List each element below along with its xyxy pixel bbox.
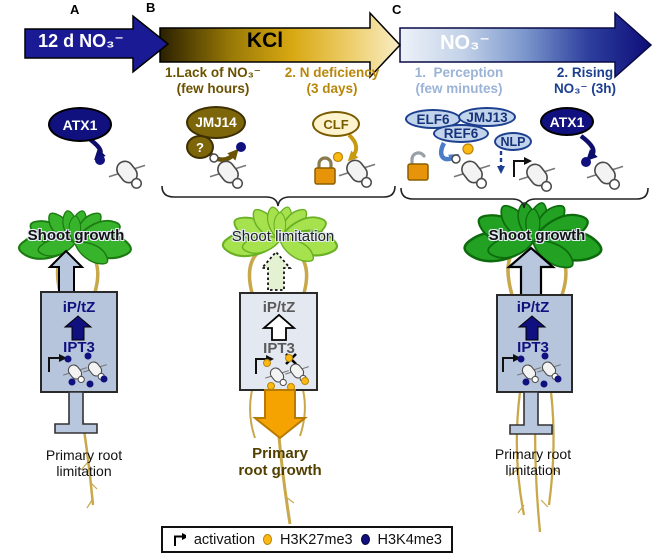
protein-atx1-c: ATX1: [540, 107, 594, 136]
timeline-label-no3: NO₃⁻: [440, 32, 490, 54]
phase-b1-line1: 1.Lack of NO₃⁻: [165, 65, 261, 80]
root-limitation-tbar-c: [509, 391, 553, 435]
root-c-line2: limitation: [505, 462, 561, 478]
shoot-limitation-dotted-arrow-b: [260, 250, 292, 291]
phase-b2-heading: 2. N deficiency (3 days): [273, 65, 391, 97]
phase-b2-line1: 2. N deficiency: [284, 65, 380, 80]
root-limitation-label-a: Primary root limitation: [28, 447, 140, 479]
root-b-line1: Primary: [252, 445, 308, 462]
root-a-line2: limitation: [56, 463, 112, 479]
root-c-line1: Primary root: [494, 446, 572, 462]
shoot-growth-label-c: Shoot growth: [488, 227, 586, 244]
legend: activation H3K27me3 H3K4me3: [161, 526, 453, 553]
shoot-growth-arrow-a: [47, 249, 85, 296]
gene-label-b: IPT3: [263, 340, 295, 357]
gene-label-c: IPT3: [517, 339, 549, 356]
shoot-growth-arrow-c: [506, 246, 556, 299]
panel-label-b: B: [146, 0, 156, 15]
protein-jmj14: JMJ14: [186, 106, 246, 139]
ref6-removes-h3k27me3: [407, 141, 491, 189]
timeline-label-12d-no3: 12 d NO₃⁻: [38, 31, 124, 51]
phase-b1-line2: (few hours): [176, 81, 250, 96]
jmj14-question-badge: ?: [186, 135, 214, 159]
phase-c2-line1: 2. Rising: [556, 65, 614, 80]
box-c-contents: [502, 315, 562, 388]
brace-panel-b: [161, 185, 396, 207]
gene-label-a: IPT3: [63, 339, 95, 356]
protein-nlp: NLP: [494, 132, 532, 151]
brace-panel-c: [400, 187, 649, 209]
root-b-line2: root growth: [238, 462, 322, 479]
h3k4me3-dot-icon: [360, 534, 370, 545]
timeline-arrow-b: [159, 11, 402, 79]
shoot-limitation-label-b: Shoot limitation: [231, 228, 335, 245]
timeline-label-kcl: KCl: [246, 29, 284, 52]
root-a-line1: Primary root: [45, 447, 123, 463]
phase-c1-line2: (few minutes): [415, 81, 503, 96]
panel-label-c: C: [392, 2, 402, 17]
root-growth-arrow-b: [252, 389, 308, 440]
h3k27me3-dot-icon: [263, 534, 273, 545]
shoot-growth-label-a: Shoot growth: [27, 227, 125, 244]
root-limitation-label-c: Primary root limitation: [477, 446, 589, 478]
timeline-arrow-a: [24, 14, 170, 74]
box-a-contents: [48, 315, 108, 388]
phase-c1-line1: 1. Perception: [414, 65, 504, 80]
activation-arrow-icon: [174, 533, 186, 546]
legend-h3k4me3-label: H3K4me3: [377, 531, 442, 548]
protein-jmj13: JMJ13: [458, 107, 516, 127]
clf-writes-h3k27me3: [314, 133, 376, 188]
legend-activation-label: activation: [193, 531, 256, 548]
root-b: [249, 389, 306, 525]
protein-ref6: REF6: [433, 124, 489, 143]
atx1-c-writes-h3k4me3: [579, 134, 624, 190]
legend-h3k27me3-label: H3K27me3: [280, 531, 353, 548]
phase-c1-heading: 1. Perception (few minutes): [398, 65, 520, 97]
root-limitation-tbar-a: [54, 391, 98, 434]
metabolite-label-b: iP/tZ: [262, 299, 296, 316]
nlp-activates-gene: [497, 151, 556, 192]
metabolite-label-a: iP/tZ: [62, 299, 96, 316]
protein-clf: CLF: [312, 111, 360, 137]
open-padlock-icon: [407, 151, 429, 181]
metabolite-label-c: iP/tZ: [516, 299, 550, 316]
phase-b2-line2: (3 days): [306, 81, 358, 96]
phase-b1-heading: 1.Lack of NO₃⁻ (few hours): [150, 65, 276, 97]
atx1-a-writes-h3k4me3: [85, 135, 146, 189]
timeline-arrow-c: [399, 11, 653, 79]
root-growth-label-b: Primary root growth: [216, 445, 344, 479]
panel-label-a: A: [70, 2, 80, 17]
protein-elf6: ELF6: [405, 109, 461, 129]
box-b-contents: [255, 313, 310, 391]
phase-c2-heading: 2. Rising NO₃⁻ (3h): [534, 65, 636, 97]
root-c: [508, 391, 561, 533]
phase-c2-line2: NO₃⁻ (3h): [553, 81, 617, 96]
closed-padlock-icon: [314, 156, 336, 185]
protein-atx1-a: ATX1: [48, 107, 112, 142]
